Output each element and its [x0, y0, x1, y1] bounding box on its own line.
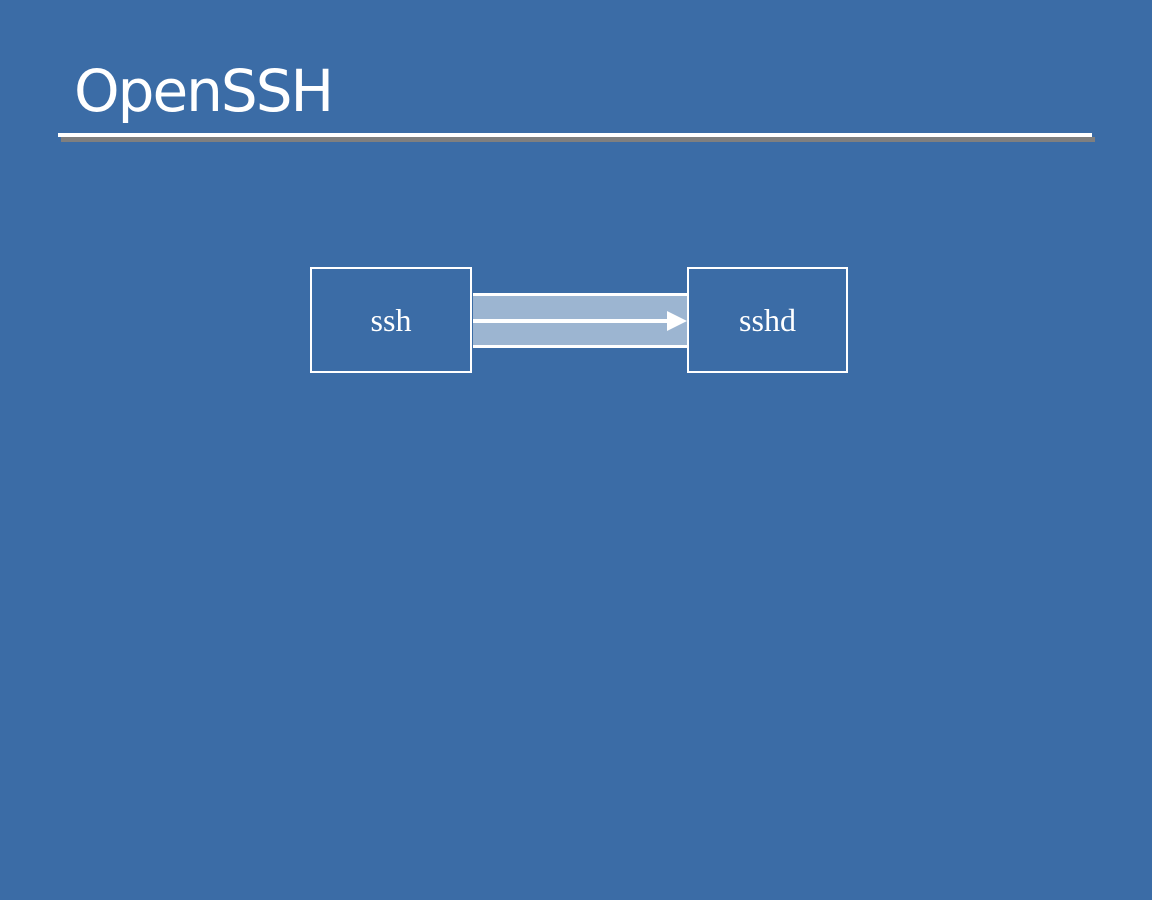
title-underline-shadow — [61, 137, 1095, 142]
arrow-right-icon — [667, 311, 687, 331]
slide-title: OpenSSH — [74, 57, 334, 125]
node-sshd: sshd — [687, 267, 848, 373]
node-ssh-label: ssh — [370, 301, 412, 338]
node-sshd-label: sshd — [739, 301, 796, 338]
node-ssh: ssh — [310, 267, 472, 373]
arrow-shaft — [473, 319, 669, 323]
title-underline-highlight — [58, 133, 1092, 137]
